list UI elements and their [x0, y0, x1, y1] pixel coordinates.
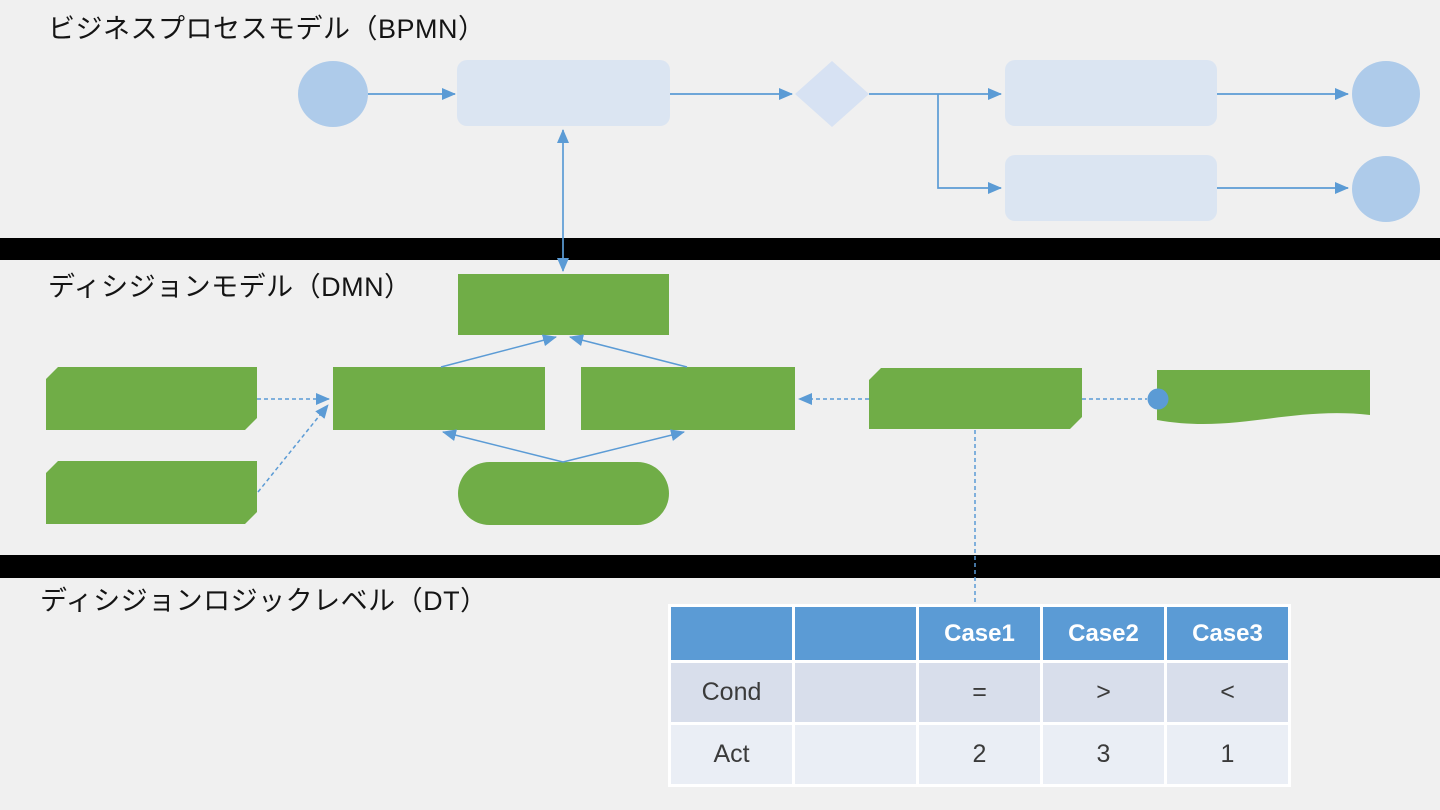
table-cell: Cond [668, 660, 795, 725]
req-context-to-decisionleft [442, 429, 564, 463]
divider-bar-bottom [0, 555, 1440, 578]
dmn-input-data-1 [46, 367, 257, 430]
table-cell: 3 [1040, 722, 1167, 787]
decision-table-header-row: Case1 Case2 Case3 [668, 604, 1291, 663]
decision-table: Case1 Case2 Case3 Cond = > < Act 2 3 1 [668, 604, 1291, 787]
req-decisionright-to-main [569, 334, 688, 368]
table-cell: Act [668, 722, 795, 787]
req-input2-to-decisionleft [257, 404, 329, 493]
section-title-bpmn: ビジネスプロセスモデル（BPMN） [48, 14, 486, 44]
divider-bar-top [0, 238, 1440, 260]
dmn-knowledge-source [1157, 370, 1370, 424]
table-cell [792, 722, 919, 787]
bpmn-gateway [795, 61, 869, 127]
bpmn-end-event-1 [1352, 61, 1420, 127]
dmn-business-knowledge-model [869, 368, 1082, 429]
bpmn-task-2 [1005, 60, 1217, 126]
decision-table-row-act: Act 2 3 1 [668, 722, 1291, 787]
dmn-input-data-2 [46, 461, 257, 524]
req-decisionleft-to-main [440, 334, 557, 368]
dmn-decision-right [581, 367, 795, 430]
section-title-dmn: ディシジョンモデル（DMN） [48, 272, 412, 302]
decision-table-row-cond: Cond = > < [668, 660, 1291, 725]
table-cell: > [1040, 660, 1167, 725]
table-cell: < [1164, 660, 1291, 725]
table-cell [792, 660, 919, 725]
table-header-cell-case2: Case2 [1040, 604, 1167, 663]
bpmn-end-event-2 [1352, 156, 1420, 222]
req-context-to-decisionright [562, 429, 685, 463]
table-cell: 2 [916, 722, 1043, 787]
section-title-dt: ディシジョンロジックレベル（DT） [40, 586, 488, 616]
flow-gateway-to-task3 [937, 94, 1002, 194]
table-cell: 1 [1164, 722, 1291, 787]
table-header-cell-case3: Case3 [1164, 604, 1291, 663]
table-cell: = [916, 660, 1043, 725]
bpmn-task-3 [1005, 155, 1217, 221]
dmn-decision-left [333, 367, 545, 430]
table-header-cell [792, 604, 919, 663]
bpmn-start-event [298, 61, 368, 127]
table-header-cell [668, 604, 795, 663]
dmn-business-context [458, 462, 669, 525]
dmn-decision-main [458, 274, 669, 335]
bpmn-task-1 [457, 60, 670, 126]
knowledge-source-terminal-dot [1147, 388, 1169, 410]
table-header-cell-case1: Case1 [916, 604, 1043, 663]
